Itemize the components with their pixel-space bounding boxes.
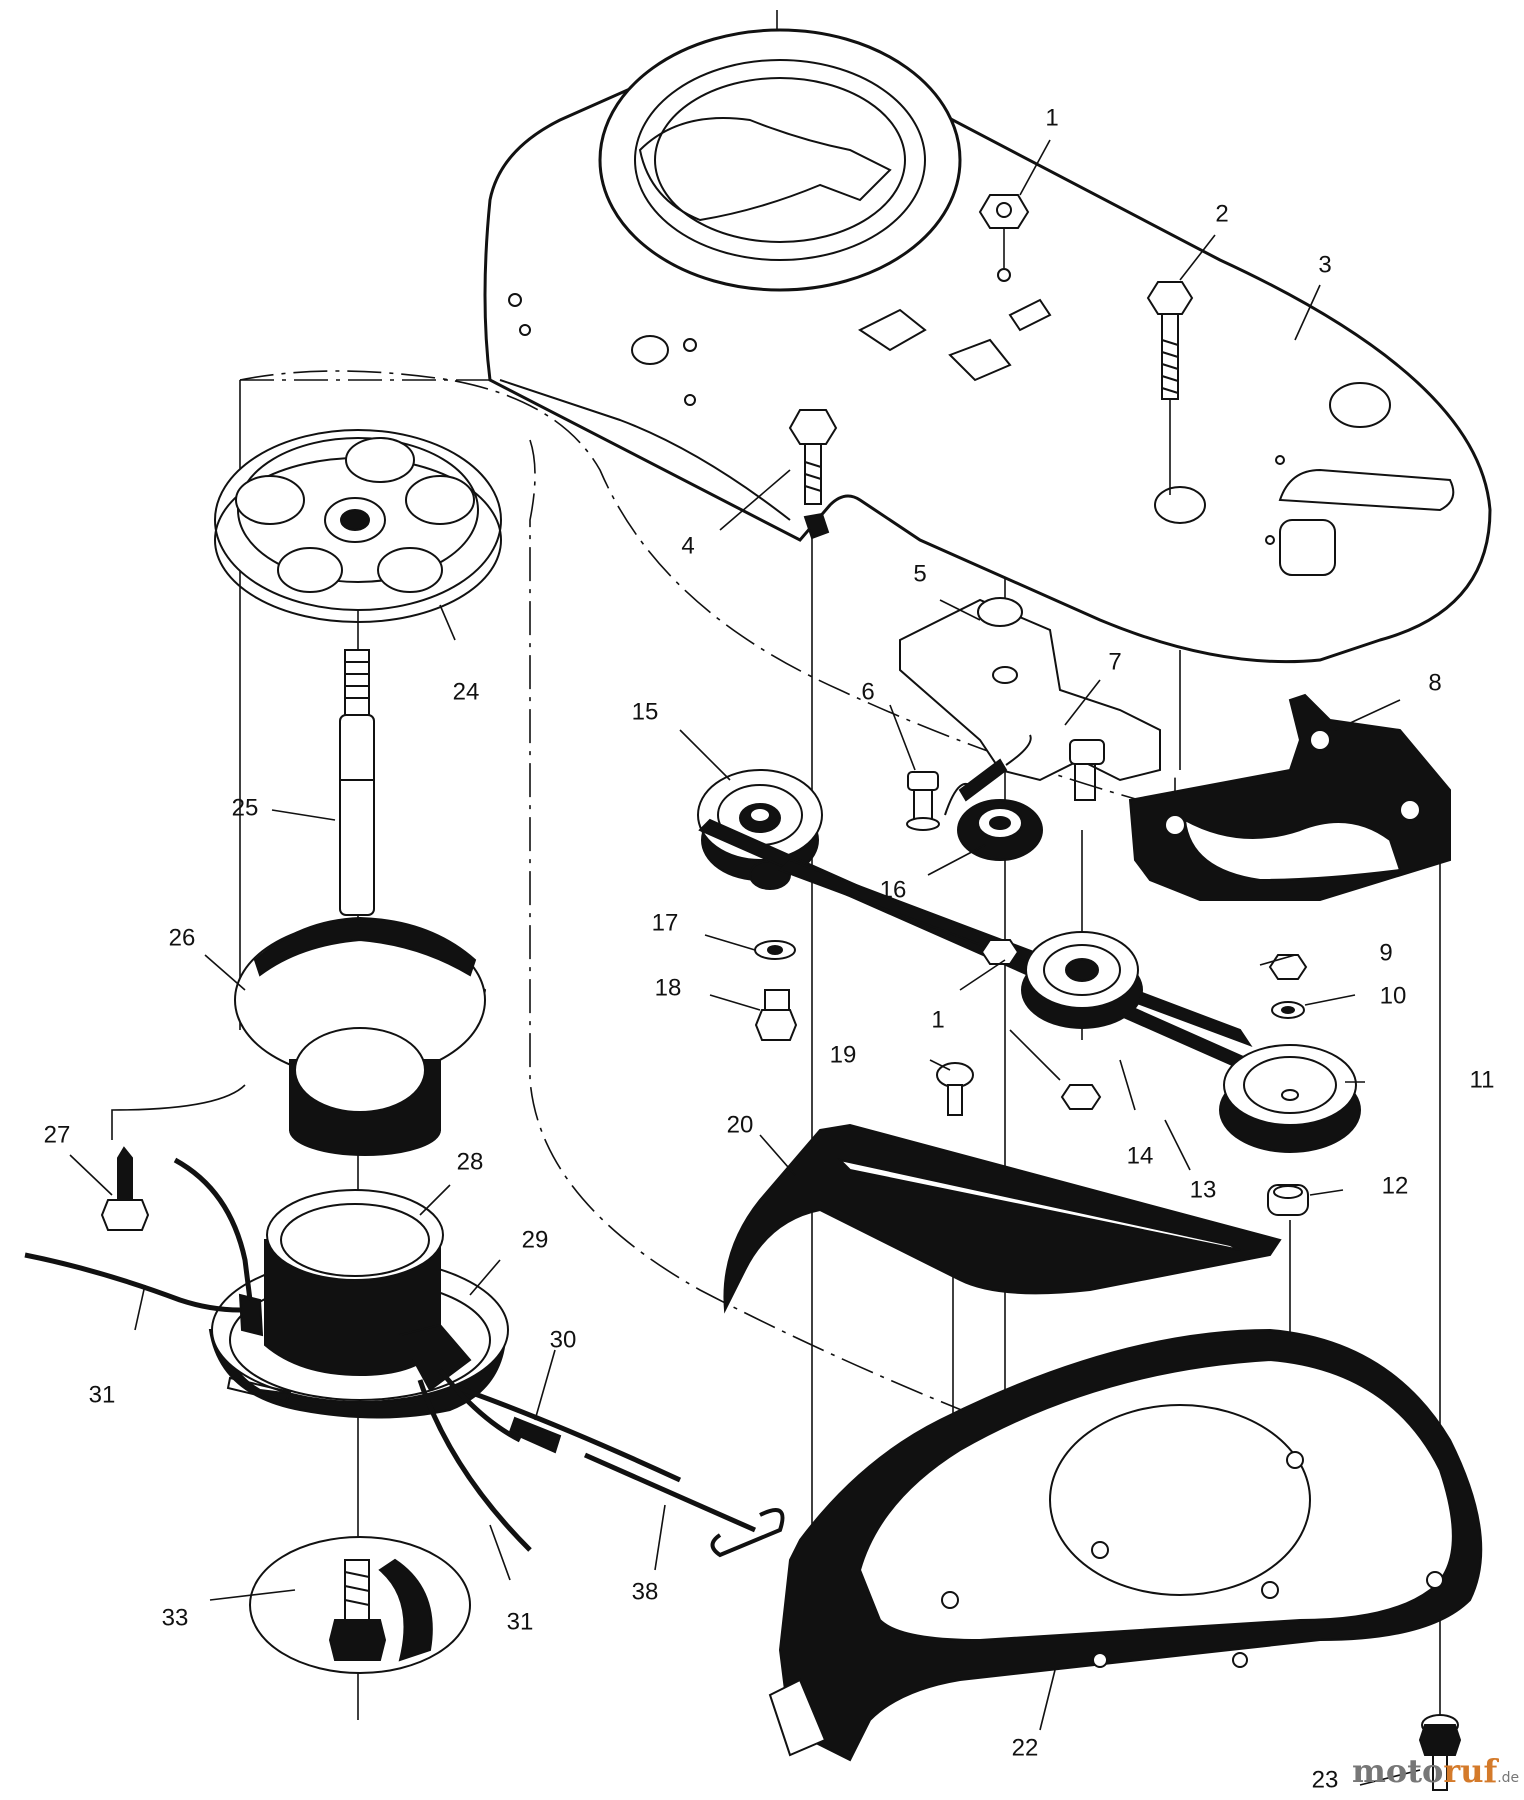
bolt-part-2: [1146, 281, 1194, 495]
watermark-part-2: ruf: [1443, 1752, 1499, 1790]
label-9: 9: [1379, 940, 1392, 967]
pulley-part-14: [1021, 931, 1143, 1029]
label-33: 33: [162, 1605, 189, 1632]
label-11: 11: [1470, 1067, 1495, 1094]
label-3: 3: [1318, 252, 1331, 279]
label-1: 1: [1045, 105, 1058, 132]
leader-lines: [69, 139, 1421, 1786]
upper-housing-part-3: [483, 28, 1492, 664]
label-18: 18: [655, 975, 682, 1002]
label-22: 22: [1012, 1735, 1039, 1762]
label-13: 13: [1190, 1177, 1217, 1204]
label-31: 31: [89, 1382, 116, 1409]
spring-part-7: [944, 734, 1032, 816]
svg-text:motoruf.de: motoruf.de: [1352, 1752, 1519, 1790]
hub-plate-part-24: [214, 429, 502, 623]
lower-deck-part-22: [768, 1328, 1483, 1762]
key-tool-part-38: [583, 1452, 785, 1558]
label-27: 27: [44, 1122, 71, 1149]
pulley-part-11: [1219, 1044, 1361, 1153]
bolt-part-23: [1418, 1714, 1462, 1791]
label-19: 19: [830, 1042, 857, 1069]
belt-guard-part-8: [1128, 693, 1451, 901]
spring-part-30: [508, 1416, 562, 1454]
label-30: 30: [550, 1327, 577, 1354]
label-24: 24: [453, 679, 480, 706]
label-29: 29: [522, 1227, 549, 1254]
small-hardware: [754, 939, 1309, 1216]
watermark-logo: motoruf.de: [1352, 1752, 1519, 1790]
label-28: 28: [457, 1149, 484, 1176]
label-26: 26: [169, 925, 196, 952]
screw-part-6: [906, 771, 940, 831]
spool-housing-part-26: [234, 916, 487, 1156]
label-15: 15: [632, 699, 659, 726]
cap-part-33: [249, 1536, 471, 1674]
label-2: 2: [1215, 201, 1228, 228]
label-38: 38: [632, 1579, 659, 1606]
label-6: 6: [861, 679, 874, 706]
bolt-part-4: [788, 409, 838, 505]
label-7: 7: [1108, 649, 1121, 676]
bracket-part-5: [899, 597, 1161, 801]
part-number-labels: 1 2 3 4 5 6 7 8 9 10 11 12 13 14 15 16 1…: [44, 105, 1495, 1794]
label-8: 8: [1428, 670, 1441, 697]
label-4: 4: [681, 533, 694, 560]
label-20: 20: [727, 1112, 754, 1139]
watermark-part-3: .de: [1497, 1770, 1519, 1786]
label-10: 10: [1380, 983, 1407, 1010]
label-1-repeat: 1: [931, 1007, 944, 1034]
label-5: 5: [913, 561, 926, 588]
idler-pulley-part-16: [957, 799, 1043, 861]
trimmer-line-part-31: [24, 1157, 682, 1552]
label-12: 12: [1382, 1173, 1409, 1200]
label-14: 14: [1127, 1143, 1154, 1170]
trimmer-head-part-28-29: [208, 1189, 509, 1419]
label-16: 16: [880, 877, 907, 904]
label-25: 25: [232, 795, 259, 822]
screw-part-27: [100, 1146, 150, 1231]
nut-part-1-top: [978, 194, 1030, 282]
deflector-part-20: [723, 1123, 1282, 1314]
label-17: 17: [652, 910, 679, 937]
label-23: 23: [1312, 1767, 1339, 1794]
label-31-repeat: 31: [507, 1609, 534, 1636]
watermark-part-1: moto: [1352, 1752, 1443, 1790]
shaft-part-25: [339, 649, 375, 916]
